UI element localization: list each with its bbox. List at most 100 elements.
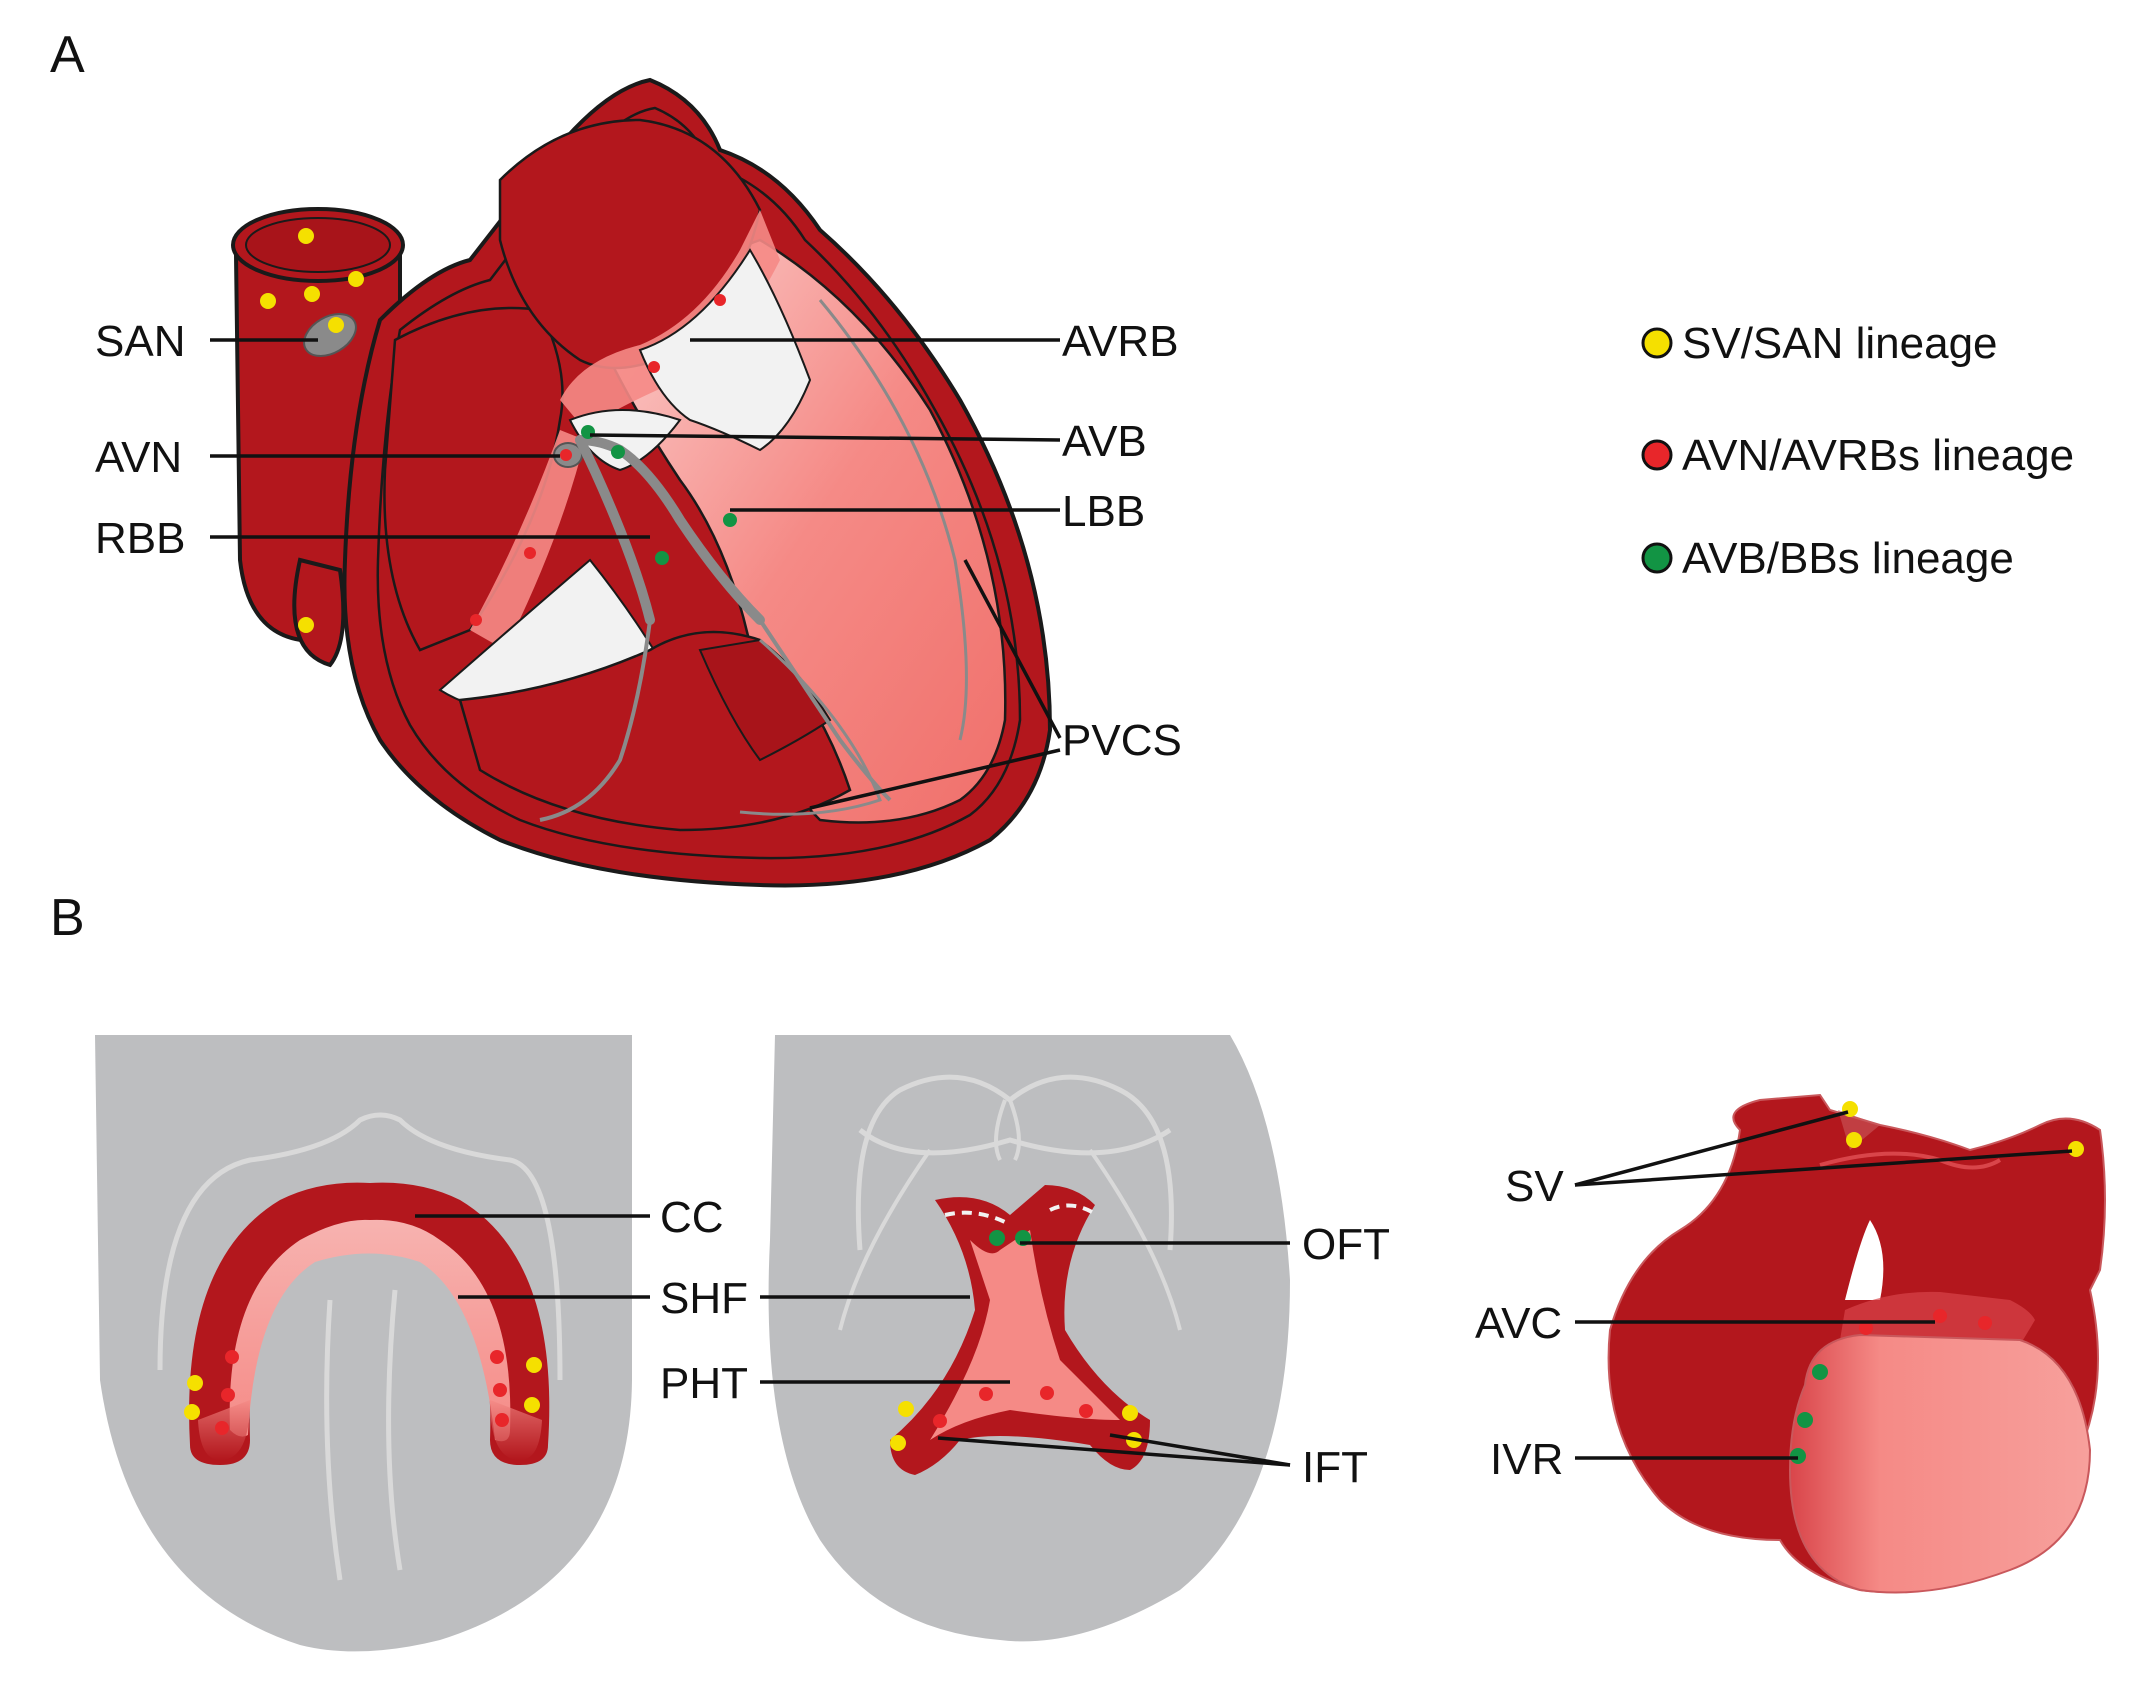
legend-label-green: AVB/BBs lineage — [1682, 534, 2014, 583]
sv-san-dot — [298, 228, 314, 244]
legend-swatch-red — [1641, 439, 1673, 471]
legend-item-green: AVB/BBs lineage — [1641, 534, 2014, 583]
sv-san-dot — [260, 293, 276, 309]
embryo-2-line — [1088, 1148, 1182, 1331]
avb-bb-dot — [1797, 1412, 1813, 1428]
label-sv: SV — [1505, 1162, 1564, 1211]
avb-bb-dot — [611, 445, 625, 459]
pvcs-rv-path — [539, 619, 652, 822]
avb-leader — [589, 433, 1061, 442]
embryo-2-line — [994, 1099, 1007, 1161]
looping-heart — [1574, 1093, 2106, 1594]
embryo-1-neural-fold — [157, 1112, 563, 1381]
heart-tube-inner — [930, 1230, 1120, 1440]
sv-san-dot — [524, 1397, 540, 1413]
label-ift: IFT — [1302, 1443, 1368, 1492]
legend-label-yellow: SV/SAN lineage — [1682, 319, 1998, 368]
label-avc: AVC — [1475, 1299, 1562, 1348]
septal-valve — [568, 409, 682, 472]
pvcs-leader-2 — [809, 748, 1061, 810]
av-ring-right — [470, 430, 585, 650]
sv-san-dot — [898, 1401, 914, 1417]
avn-avrb-dot — [1040, 1386, 1054, 1400]
avn-avrb-dot — [1859, 1321, 1873, 1335]
avn-avrb-dot — [1933, 1309, 1947, 1323]
embryo-2-line — [1008, 1099, 1021, 1161]
embryo-cardiac-crescent — [95, 1035, 650, 1652]
sv-san-dot — [187, 1375, 203, 1391]
panel-a-yellow-dots — [260, 228, 364, 633]
sv-san-dot — [1846, 1132, 1862, 1148]
avb-bb-dot — [655, 551, 669, 565]
label-shf: SHF — [660, 1274, 748, 1323]
avn-avrb-dot — [490, 1350, 504, 1364]
panel-letter-b: B — [50, 889, 85, 947]
label-pht: PHT — [660, 1359, 748, 1408]
avn-avrb-dot — [221, 1388, 235, 1402]
avn-avrb-dot — [648, 361, 660, 373]
avn-avrb-dot — [979, 1387, 993, 1401]
ift-leader-1 — [937, 1436, 1291, 1467]
label-ivr: IVR — [1490, 1435, 1563, 1484]
avn-avrb-dot — [493, 1383, 507, 1397]
embryo-heart-tube — [760, 1035, 1291, 1642]
panel-a-red-dots — [470, 294, 726, 626]
legend-swatch-yellow — [1641, 327, 1673, 359]
sv-san-dot — [304, 286, 320, 302]
pvcs-wall-path — [818, 299, 968, 741]
avn-avrb-dot — [470, 614, 482, 626]
avn-avrb-dot — [1978, 1316, 1992, 1330]
sv-san-dot — [348, 271, 364, 287]
avn-avrb-dot — [524, 547, 536, 559]
pvcs-apex-path — [739, 638, 882, 816]
looping-heart-gap — [1845, 1220, 1884, 1300]
sv-san-dot — [526, 1357, 542, 1373]
avb-bb-dot — [1790, 1448, 1806, 1464]
avn-avrb-dot — [714, 294, 726, 306]
avb-bb-dot — [989, 1230, 1005, 1246]
legend-label-red: AVN/AVRBs lineage — [1682, 431, 2074, 480]
embryo-1-line — [324, 1299, 343, 1581]
avn-avrb-dot — [225, 1350, 239, 1364]
avb-bb-dot — [1812, 1364, 1828, 1380]
sv-leader-2 — [1574, 1149, 2073, 1187]
label-lbb: LBB — [1062, 487, 1145, 536]
avb-bb-dot — [581, 425, 595, 439]
legend: SV/SAN lineage AVN/AVRBs lineage AVB/BBs… — [1641, 319, 2074, 583]
sv-san-dot — [890, 1435, 906, 1451]
cardiac-crescent-outer — [189, 1182, 550, 1465]
rbb-path — [575, 435, 655, 625]
ift-leader-2 — [1109, 1433, 1291, 1467]
label-cc: CC — [660, 1193, 724, 1242]
embryo-2-line — [838, 1148, 932, 1331]
oft-dash — [944, 1210, 1006, 1224]
cardiac-crescent-inner — [229, 1219, 511, 1442]
avn-avrb-dot — [1079, 1404, 1093, 1418]
label-rbb: RBB — [95, 514, 185, 563]
heart-inner-outline — [376, 106, 1022, 860]
sv-leader-1 — [1574, 1110, 1849, 1187]
sv-san-dot — [184, 1404, 200, 1420]
oft-dash — [1049, 1203, 1093, 1214]
label-avn: AVN — [95, 433, 182, 482]
label-pvcs: PVCS — [1062, 716, 1182, 765]
embryo-1-body — [95, 1035, 632, 1652]
legend-item-yellow: SV/SAN lineage — [1641, 319, 1998, 368]
vena-cava-lumen — [245, 217, 391, 273]
label-oft: OFT — [1302, 1220, 1390, 1269]
legend-item-red: AVN/AVRBs lineage — [1641, 431, 2074, 480]
sv-san-dot — [1122, 1405, 1138, 1421]
avb-bb-dot — [723, 513, 737, 527]
sv-san-dot — [298, 617, 314, 633]
label-avrb: AVRB — [1062, 317, 1179, 366]
avn-avrb-dot — [495, 1413, 509, 1427]
pvcs-leader-1 — [963, 559, 1062, 739]
embryonic-ventricle — [1788, 1333, 2092, 1594]
avn-avrb-dot — [560, 449, 572, 461]
panel-letter-a: A — [50, 26, 85, 84]
label-avb: AVB — [1062, 417, 1147, 466]
mitral-valve — [638, 248, 812, 452]
panel-a-green-dots — [581, 425, 737, 565]
adult-heart: SAN AVN RBB AVRB AVB LBB PVCS — [95, 77, 1182, 888]
